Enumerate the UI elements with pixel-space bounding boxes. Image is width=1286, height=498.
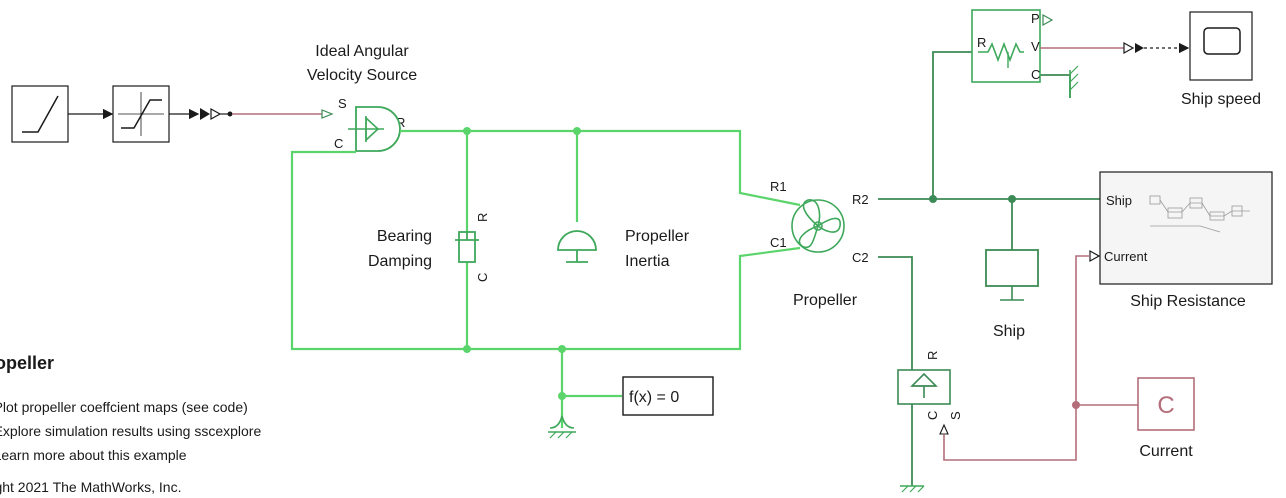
ideal-velocity-source-label-2: Velocity Source: [307, 67, 417, 84]
link-plot-maps[interactable]: 1. Plot propeller coeffcient maps (see c…: [0, 399, 248, 415]
solver-configuration[interactable]: f(x) = 0: [622, 376, 714, 416]
svg-text:V: V: [1031, 39, 1040, 54]
ship-resistance-label: Ship Resistance: [1130, 293, 1246, 310]
ship-label: Ship: [993, 323, 1025, 340]
ideal-translational-velocity-source[interactable]: R C S: [897, 351, 963, 435]
translational-reference-sensor: [1069, 65, 1079, 98]
propeller-label: Propeller: [793, 292, 858, 309]
svg-text:Ship: Ship: [1106, 193, 1132, 208]
svg-text:R: R: [396, 115, 405, 130]
propeller-inertia[interactable]: [557, 230, 597, 263]
ship-speed-scope[interactable]: [1189, 11, 1253, 81]
svg-text:C: C: [1031, 67, 1040, 82]
svg-text:C: C: [925, 411, 940, 420]
translational-reference-ground: [900, 485, 925, 493]
svg-text:R1: R1: [770, 179, 787, 194]
link-sscexplore[interactable]: 2. Explore simulation results using ssce…: [0, 423, 261, 439]
ps-simulink-converter[interactable]: [1123, 41, 1144, 55]
subsystem-preview-icon: [1149, 195, 1250, 233]
current-label: Current: [1139, 443, 1193, 460]
svg-text:C2: C2: [852, 250, 869, 265]
copyright-text: Copyright 2021 The MathWorks, Inc.: [0, 479, 181, 495]
propeller-block[interactable]: R1 C1 R2 C2: [770, 179, 869, 265]
ideal-velocity-source-label-1: Ideal Angular: [315, 43, 409, 60]
svg-text:R2: R2: [852, 192, 869, 207]
mechanical-network-left[interactable]: [290, 129, 801, 428]
svg-text:C: C: [334, 136, 343, 151]
spring-icon: [978, 41, 1024, 63]
svg-text:C: C: [475, 273, 490, 282]
model-title: Propeller: [0, 353, 54, 373]
svg-text:C1: C1: [770, 235, 787, 250]
svg-text:S: S: [948, 411, 963, 420]
ideal-translational-motion-sensor[interactable]: R P V C: [971, 9, 1054, 83]
propeller-inertia-label-1: Propeller: [625, 228, 690, 245]
saturation-block[interactable]: [112, 85, 170, 143]
mechanical-rotational-reference[interactable]: [548, 415, 576, 439]
svg-text:S: S: [338, 96, 347, 111]
scope-icon: [1203, 27, 1241, 55]
ideal-angular-velocity-source[interactable]: S C R: [321, 96, 405, 152]
svg-text:f(x) = 0: f(x) = 0: [629, 389, 679, 406]
ship-speed-label: Ship speed: [1181, 91, 1261, 108]
bearing-damper[interactable]: R C: [455, 213, 490, 282]
bearing-damping-label-2: Damping: [368, 253, 432, 270]
ship-resistance-subsystem[interactable]: Ship Current: [1089, 171, 1273, 285]
source-arrow-icon: [365, 116, 380, 142]
link-learn-more[interactable]: 3. Learn more about this example: [0, 447, 187, 463]
svg-text:C: C: [1157, 392, 1174, 419]
svg-text:R: R: [475, 213, 490, 222]
bearing-damping-label-1: Bearing: [377, 228, 432, 245]
ramp-icon: [22, 95, 59, 133]
propeller-icon: [798, 199, 841, 249]
simulink-ps-converter[interactable]: [200, 107, 233, 121]
current-constant-block[interactable]: C: [1137, 377, 1195, 431]
ship-mass[interactable]: [985, 249, 1039, 301]
propeller-inertia-label-2: Inertia: [625, 253, 670, 270]
svg-text:R: R: [977, 35, 986, 50]
current-signal-line[interactable]: [943, 255, 1138, 461]
ramp-block[interactable]: [11, 85, 69, 143]
svg-text:R: R: [925, 351, 940, 360]
svg-text:P: P: [1031, 11, 1040, 26]
svg-text:Current: Current: [1104, 249, 1148, 264]
